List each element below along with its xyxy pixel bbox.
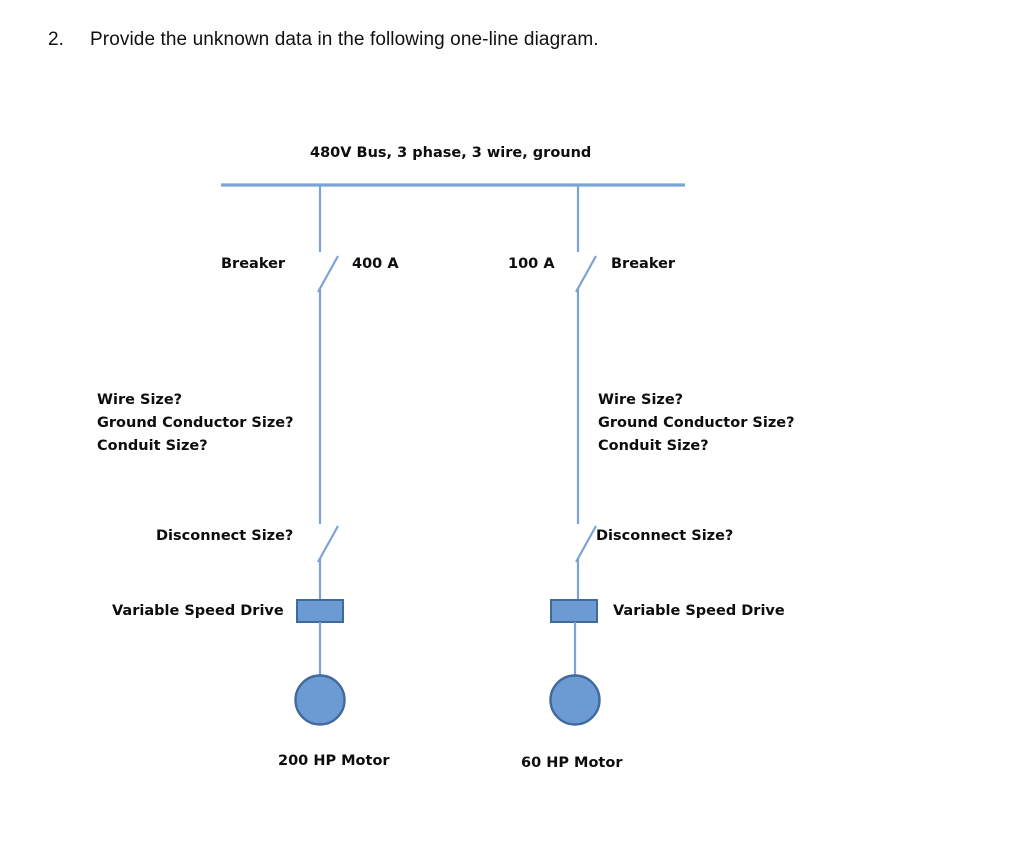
question-text: Provide the unknown data in the followin… — [90, 29, 599, 50]
motor-symbol-left — [294, 674, 346, 726]
motor-label-left: 200 HP Motor — [278, 753, 390, 769]
bus-label: 480V Bus, 3 phase, 3 wire, ground — [310, 145, 592, 161]
variable-speed-drive-label-left: Variable Speed Drive — [112, 603, 284, 619]
breaker-label-right: Breaker — [611, 256, 676, 272]
motor-symbol-right — [549, 674, 601, 726]
conduit-size-question-right: Conduit Size? — [598, 438, 709, 454]
variable-speed-drive-label-right: Variable Speed Drive — [613, 603, 785, 619]
wire-size-question-left: Wire Size? — [97, 392, 183, 408]
breaker-label-left: Breaker — [221, 256, 286, 272]
ground-conductor-size-question-left: Ground Conductor Size? — [97, 415, 294, 431]
disconnect-size-question-right: Disconnect Size? — [596, 528, 734, 544]
feeder-questions-left: Wire Size? Ground Conductor Size? Condui… — [97, 389, 294, 458]
wire-size-question-right: Wire Size? — [598, 392, 684, 408]
variable-speed-drive-left — [296, 599, 344, 623]
question-number: 2. — [48, 29, 65, 50]
motor-label-right: 60 HP Motor — [521, 755, 623, 771]
breaker-rating-right: 100 A — [508, 256, 555, 272]
disconnect-symbol-right — [575, 525, 597, 563]
breaker-rating-left: 400 A — [352, 256, 399, 272]
breaker-symbol-left — [317, 255, 339, 293]
question-heading: 2. Provide the unknown data in the follo… — [48, 28, 599, 52]
variable-speed-drive-right — [550, 599, 598, 623]
ground-conductor-size-question-right: Ground Conductor Size? — [598, 415, 795, 431]
breaker-symbol-right — [575, 255, 597, 293]
disconnect-symbol-left — [317, 525, 339, 563]
disconnect-size-question-left: Disconnect Size? — [156, 528, 294, 544]
feeder-questions-right: Wire Size? Ground Conductor Size? Condui… — [598, 389, 795, 458]
conduit-size-question-left: Conduit Size? — [97, 438, 208, 454]
